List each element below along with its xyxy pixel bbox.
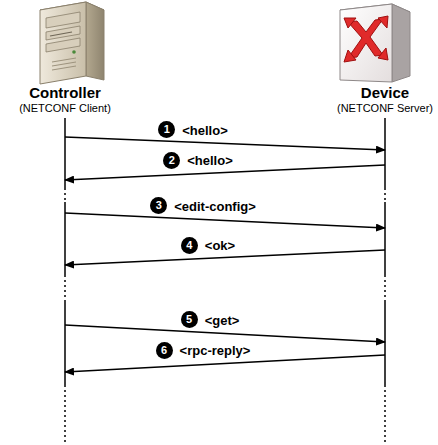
actor-node: Controller(NETCONF Client) (10, 0, 120, 115)
message-label: <get> (203, 313, 242, 328)
message-arrow (65, 213, 385, 228)
lifeline (65, 118, 385, 445)
actor-role: (NETCONF Server) (330, 101, 438, 115)
message-label: <ok> (203, 238, 237, 253)
actor-role: (NETCONF Client) (10, 101, 120, 115)
actor-node: Device(NETCONF Server) (330, 0, 438, 115)
message-arrow (65, 137, 385, 150)
message-label: <hello> (185, 153, 235, 168)
router-icon (340, 4, 410, 82)
message-label: <rpc-reply> (178, 343, 253, 358)
callout-number: 3 (150, 197, 167, 214)
callout-number: 5 (181, 311, 198, 328)
callout-number: 4 (181, 237, 198, 254)
actor-name: Device (330, 84, 438, 101)
message-label: <edit-config> (172, 199, 258, 214)
actor-name: Controller (10, 84, 120, 101)
callout-number: 2 (163, 152, 180, 169)
callout-number: 6 (156, 342, 173, 359)
callout-number: 1 (158, 121, 175, 138)
message-label: <hello> (180, 123, 230, 138)
server-icon (40, 2, 104, 84)
